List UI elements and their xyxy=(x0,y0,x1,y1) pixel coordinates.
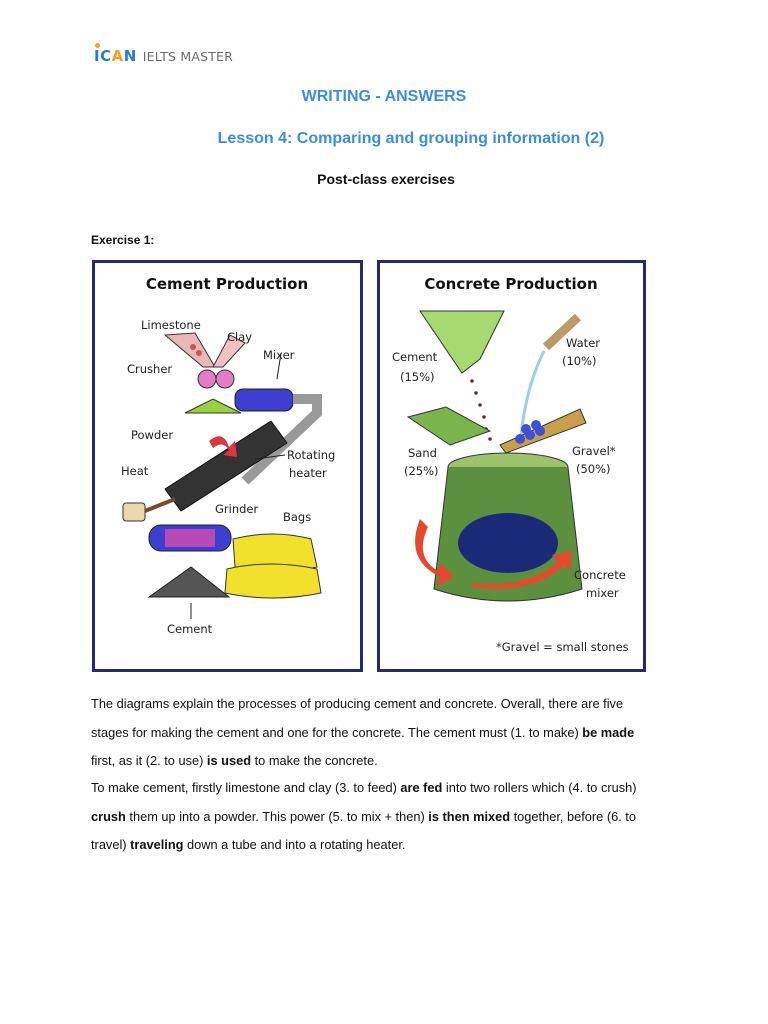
label-concrete: Concrete xyxy=(574,568,626,582)
heat-source xyxy=(122,502,146,522)
concrete-diagram-title: Concrete Production xyxy=(424,275,597,293)
label-bags: Bags xyxy=(283,510,311,524)
label-gravel: Gravel* xyxy=(572,444,616,458)
label-sand-pct: (25%) xyxy=(404,464,439,478)
crusher-roller xyxy=(215,369,235,389)
limestone-pebble xyxy=(196,350,202,356)
logo-letter-a: A xyxy=(111,47,124,65)
page-title: WRITING - ANSWERS xyxy=(301,88,467,105)
rotation-arrow-right xyxy=(470,551,572,589)
label-limestone: Limestone xyxy=(141,318,201,332)
answer-6: traveling xyxy=(130,837,184,852)
mixer-drum xyxy=(234,388,294,412)
clay-chute xyxy=(212,334,246,368)
label-gravel-pct: (50%) xyxy=(576,462,611,476)
answer-paragraph-2: To make cement, firstly limestone and cl… xyxy=(91,780,637,852)
label-cement-pct: (15%) xyxy=(400,370,435,384)
cement-hopper xyxy=(419,310,505,374)
answer-paragraph-1: The diagrams explain the processes of pr… xyxy=(91,696,635,768)
label-heater: heater xyxy=(289,466,327,480)
answer-1: be made xyxy=(582,724,635,740)
label-clay: Clay xyxy=(227,330,252,344)
concrete-production-diagram: Concrete Production Cement (15%) Water (… xyxy=(377,260,646,672)
label-rotating: Rotating xyxy=(287,448,335,462)
concrete-diagram-art: Concrete Production Cement (15%) Water (… xyxy=(392,275,629,654)
cement-bag xyxy=(224,563,322,599)
label-grinder: Grinder xyxy=(215,502,258,516)
powder-pile xyxy=(184,398,242,414)
cement-pile xyxy=(147,566,231,598)
logo-letter-n: N xyxy=(123,47,137,65)
gravel-stones xyxy=(515,420,545,444)
grinder-powder xyxy=(165,529,215,547)
lesson-title: Lesson 4: Comparing and grouping informa… xyxy=(217,130,605,147)
answer-4: crush xyxy=(91,808,126,824)
label-powder: Powder xyxy=(131,428,173,442)
answer-5: is then mixed xyxy=(428,808,511,824)
heat-flame xyxy=(144,497,176,513)
logo-letter-c: C xyxy=(100,47,112,65)
rotating-heater xyxy=(164,420,288,512)
cement-production-diagram: Cement Production Limestone Clay Mixer xyxy=(92,260,363,672)
rotation-arrow-left xyxy=(415,519,454,587)
cement-diagram-art: Cement Production Limestone Clay Mixer xyxy=(121,275,335,636)
label-cement: Cement xyxy=(392,350,438,364)
label-mixer: Mixer xyxy=(263,348,295,362)
label-mixer: mixer xyxy=(586,586,619,600)
water-pipe xyxy=(542,313,582,351)
label-sand: Sand xyxy=(408,446,437,460)
label-cement: Cement xyxy=(167,622,213,636)
label-water: Water xyxy=(566,336,600,350)
sand-tray xyxy=(406,406,492,446)
exercise-label: Exercise 1: xyxy=(91,233,155,247)
gravel-footnote: *Gravel = small stones xyxy=(496,640,629,654)
limestone-pebble xyxy=(190,344,196,350)
cement-diagram-title: Cement Production xyxy=(146,275,308,293)
logo-letter-i: I xyxy=(94,43,101,65)
answer-2: is used xyxy=(206,753,252,768)
label-crusher: Crusher xyxy=(127,362,172,376)
answer-3: are fed xyxy=(400,780,443,795)
limestone-chute xyxy=(163,332,216,368)
crusher-roller xyxy=(197,369,217,389)
section-subtitle: Post-class exercises xyxy=(317,171,455,187)
label-heat: Heat xyxy=(121,464,149,478)
label-water-pct: (10%) xyxy=(562,354,597,368)
logo-text: IELTS MASTER xyxy=(142,48,234,64)
pointer-line xyxy=(254,454,286,460)
mixer-contents xyxy=(458,513,558,573)
pointer-line xyxy=(276,352,282,380)
rotation-arrow xyxy=(209,436,237,457)
